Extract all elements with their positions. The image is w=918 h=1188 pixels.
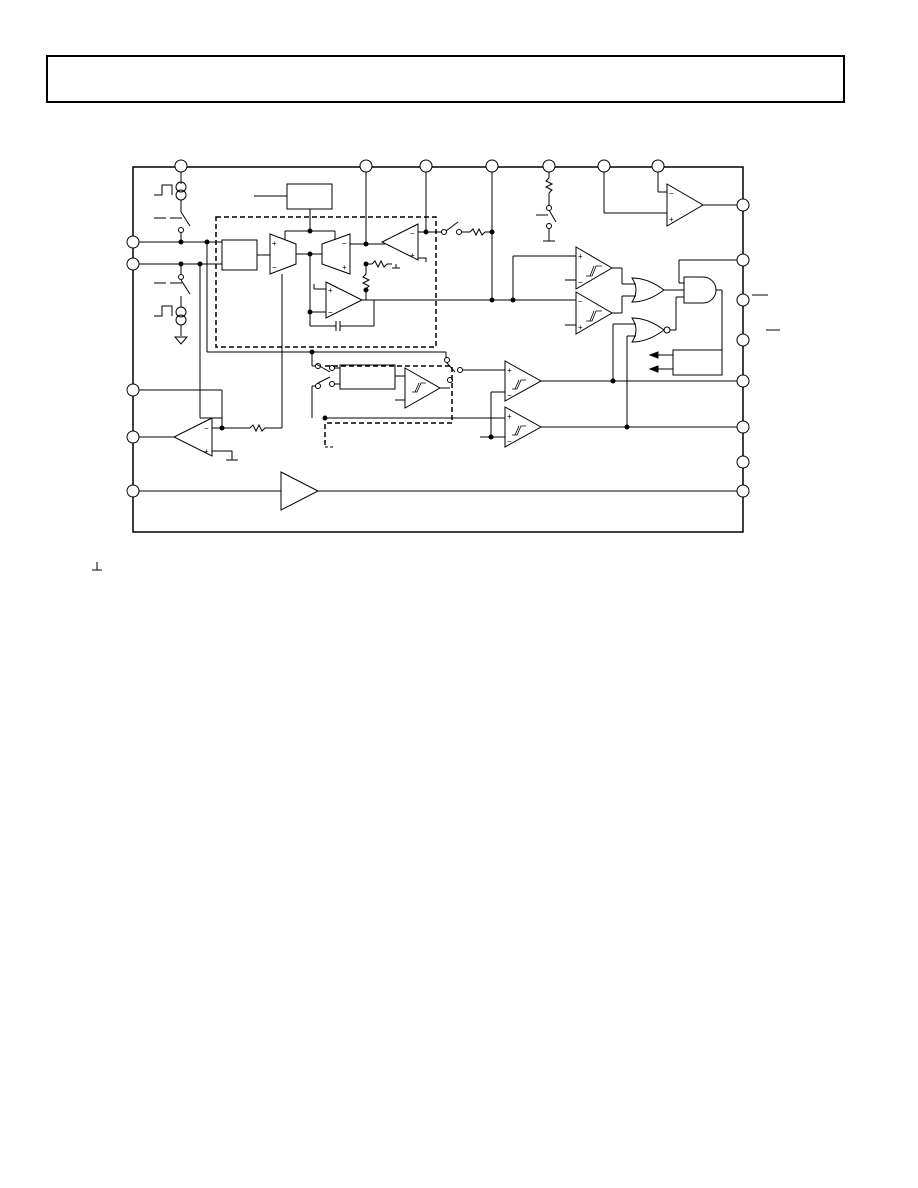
svg-text:+: + (507, 366, 512, 375)
pin-circle-icon (126, 383, 140, 397)
svg-text:+: + (410, 251, 415, 260)
switch-icon (445, 221, 459, 232)
pin-circle-icon (597, 159, 611, 173)
pin-circle-icon (736, 333, 750, 347)
current-source-icon (175, 306, 187, 318)
input-block (221, 239, 258, 271)
pin-circle-icon (126, 257, 140, 271)
svg-text:+: + (507, 412, 512, 421)
pulse-waveform-icon (154, 305, 173, 317)
svg-text:−: − (328, 308, 333, 317)
svg-text:−: − (410, 229, 415, 238)
svg-text:−: − (507, 437, 512, 446)
svg-text:−: − (204, 424, 209, 433)
right-pins (736, 198, 750, 498)
resistor-icon (361, 273, 371, 290)
ground-icon (173, 336, 189, 345)
pin-circle-icon (736, 198, 750, 212)
comparator-hysteresis-icon (504, 406, 543, 448)
pin-circle-icon (736, 374, 750, 388)
ground-icon (212, 450, 238, 461)
svg-text:−: − (578, 278, 583, 287)
pin-circle-icon (736, 253, 750, 267)
delay-block (339, 364, 396, 390)
buffer-amplifier-icon (280, 471, 320, 511)
logic-block (672, 349, 723, 376)
svg-text:−: − (669, 189, 674, 198)
svg-text:+: + (272, 239, 277, 248)
svg-text:+: + (578, 252, 583, 261)
top-pins (174, 159, 665, 173)
ground-icon (418, 257, 427, 262)
pulse-waveform-icon (154, 184, 173, 196)
nor-gate-icon (631, 317, 665, 343)
pin-circle-icon (736, 455, 750, 469)
svg-text:−: − (507, 391, 512, 400)
switch-icon (180, 211, 191, 227)
switch-icon (317, 376, 331, 384)
switch-icon (446, 362, 456, 373)
comparator-hysteresis-icon (404, 367, 442, 409)
op-amp-icon (321, 233, 351, 275)
ground-legend (90, 560, 104, 579)
reference-box (286, 183, 333, 210)
switch-icon (315, 363, 331, 373)
pin-circle-icon (126, 235, 140, 249)
resistor-icon (544, 177, 554, 194)
pin-circle-icon (736, 420, 750, 434)
op-amp-icon (666, 183, 704, 227)
pin-circle-icon (736, 293, 750, 307)
pin-circle-icon (126, 430, 140, 444)
pin-circle-icon (736, 484, 750, 498)
switch-icon (180, 279, 191, 295)
svg-text:−: − (342, 239, 347, 248)
comparator-hysteresis-icon (575, 291, 613, 335)
comparator-hysteresis-icon (504, 360, 543, 402)
pin-circle-icon (419, 159, 433, 173)
op-amp-icon (172, 417, 213, 457)
lower-current-source (154, 264, 191, 345)
svg-text:+: + (204, 447, 209, 456)
ground-icon (92, 562, 102, 571)
ground-icon (313, 284, 326, 290)
pin-circle-icon (651, 159, 665, 173)
svg-text:+: + (328, 286, 333, 295)
op-amp-icon (325, 281, 364, 319)
and-gate-icon (683, 276, 717, 304)
pin-circle-icon (174, 159, 188, 173)
svg-text:+: + (669, 215, 674, 224)
comparator-hysteresis-icon (575, 246, 613, 290)
dashed-block-lower (324, 365, 453, 447)
pin-circle-icon (485, 159, 499, 173)
svg-text:+: + (578, 323, 583, 332)
chip-outline (132, 166, 744, 533)
pin-circle-icon (126, 484, 140, 498)
svg-text:−: − (578, 297, 583, 306)
or-gate-icon (631, 277, 665, 303)
current-source-icon (175, 181, 187, 193)
op-amp-icon (380, 223, 419, 261)
svg-text:−: − (272, 263, 277, 272)
resistor-icon (469, 227, 486, 237)
upper-current-source (154, 172, 191, 242)
dashed-block-upper (215, 216, 437, 348)
resistor-icon (249, 423, 266, 433)
header-box (46, 55, 845, 103)
pin-circle-icon (542, 159, 556, 173)
svg-text:+: + (342, 263, 347, 272)
pin-circle-icon (359, 159, 373, 173)
ground-icon (392, 264, 400, 269)
op-amp-icon (269, 233, 297, 275)
resistor-icon (371, 259, 388, 269)
switch-icon (548, 209, 557, 223)
